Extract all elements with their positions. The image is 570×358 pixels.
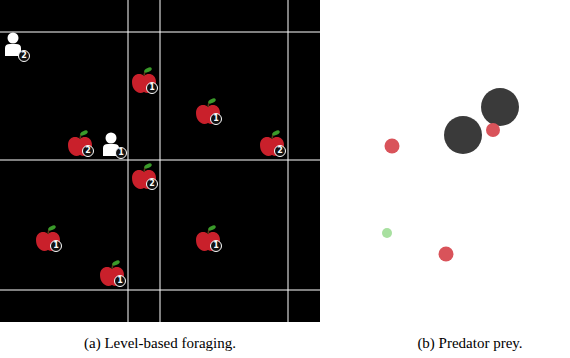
level-number: 1 <box>50 240 62 252</box>
apples <box>36 66 284 285</box>
level-number: 2 <box>274 145 286 157</box>
panel-caption: (a) Level-based foraging. <box>84 335 236 352</box>
level-number: 2 <box>82 145 94 157</box>
level-number: 1 <box>146 82 158 94</box>
level-number: 1 <box>210 113 222 125</box>
level-number: 2 <box>146 178 158 190</box>
level-number: 1 <box>114 275 126 287</box>
grid-lines <box>0 0 320 322</box>
panel-caption: (b) Predator prey. <box>417 335 522 352</box>
level-number: 1 <box>210 240 222 252</box>
predator-prey-scene <box>382 88 519 262</box>
agents <box>5 33 119 157</box>
grid-world <box>0 0 320 322</box>
level-number: 1 <box>115 147 127 159</box>
level-number: 2 <box>18 50 30 62</box>
